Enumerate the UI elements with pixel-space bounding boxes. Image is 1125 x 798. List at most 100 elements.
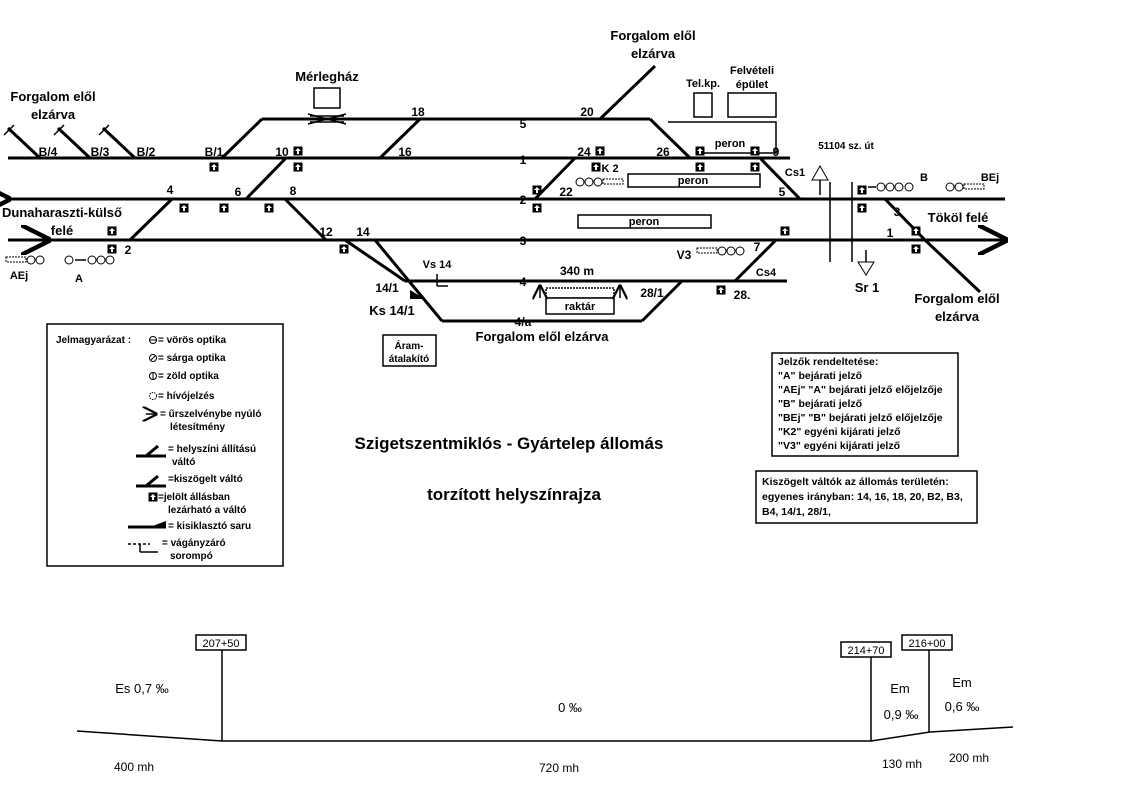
svg-text:28.: 28.: [734, 288, 751, 302]
dunaharaszti-label: Dunaharaszti-külső: [2, 205, 122, 220]
felveteli-label: épület: [736, 79, 769, 91]
forgalom-left: Forgalom elől: [10, 89, 95, 104]
platform-label: peron: [715, 138, 746, 150]
track-number: 4: [520, 275, 527, 289]
km-marker: 216+00: [908, 638, 945, 650]
raktar-label: raktár: [565, 301, 596, 313]
length-label: 130 mh: [882, 757, 922, 771]
felveteli-label: Felvételi: [730, 65, 774, 77]
track-number: 3: [520, 234, 527, 248]
scale-symbol: [307, 113, 347, 125]
forgalom-top: elzárva: [631, 46, 676, 61]
telkp-building: [693, 92, 713, 118]
grade-label: 0,9 ‰: [884, 707, 919, 722]
switch-list-line: B4, 14/1, 28/1,: [762, 506, 831, 518]
svg-text:14: 14: [356, 225, 370, 239]
svg-text:BEj: BEj: [981, 172, 999, 184]
legend-item: = vágányzáró: [162, 538, 226, 549]
signal-meaning-item: "B" bejárati jelző: [778, 398, 862, 410]
svg-text:4: 4: [167, 183, 174, 197]
forgalom-bottom: Forgalom elől elzárva: [476, 329, 610, 344]
signal-meaning-item: "K2" egyéni kijárati jelző: [778, 426, 901, 438]
switch-list-line: Kiszögelt váltók az állomás területén:: [762, 476, 949, 488]
svg-text:16: 16: [398, 145, 412, 159]
grade-label: Em: [890, 681, 910, 696]
aramatalakito-building: [382, 334, 437, 367]
svg-text:22: 22: [559, 185, 573, 199]
svg-text:24: 24: [577, 145, 591, 159]
page-subtitle: torzított helyszínrajza: [427, 485, 601, 504]
svg-text:28/1: 28/1: [640, 286, 664, 300]
profile: [76, 634, 1014, 742]
loading-ramp: [545, 287, 615, 299]
aramatalakito-label: Áram-: [395, 339, 424, 352]
telkp-label: Tel.kp.: [686, 78, 720, 90]
switch-list-box: [755, 470, 978, 524]
svg-text:Cs4: Cs4: [756, 267, 777, 279]
svg-text:9: 9: [773, 145, 780, 159]
platform-label: peron: [678, 175, 709, 187]
svg-text:Vs 14: Vs 14: [423, 259, 453, 271]
svg-text:B/4: B/4: [39, 145, 58, 159]
legend-item: létesítmény: [170, 422, 225, 433]
signal-meaning-box: [771, 352, 959, 457]
svg-text:A: A: [75, 273, 83, 285]
legend-item: = sárga optika: [158, 353, 226, 364]
svg-text:Sr 1: Sr 1: [855, 280, 880, 295]
grade-label: Em: [952, 675, 972, 690]
svg-text:18: 18: [411, 105, 425, 119]
track-number: 1: [520, 153, 527, 167]
legend-title: Jelmagyarázat :: [56, 335, 131, 346]
forgalom-left: elzárva: [31, 107, 76, 122]
svg-text:14/1: 14/1: [375, 281, 399, 295]
forgalom-right: Forgalom elől: [914, 291, 999, 306]
svg-text:B: B: [920, 172, 928, 184]
signal-sr1: [857, 250, 875, 276]
track-length: 340 m: [560, 264, 594, 278]
track-connections: [3, 64, 982, 323]
signal-bej: [945, 182, 985, 192]
svg-text:B/3: B/3: [91, 145, 110, 159]
forgalom-top: Forgalom elől: [610, 28, 695, 43]
legend-item: = hívójelzés: [158, 391, 215, 402]
signal-meaning-item: "BEj" "B" bejárati jelző előjelzője: [778, 412, 943, 424]
grade-label: 0,6 ‰: [945, 699, 980, 714]
signal-meaning-item: "AEj" "A" bejárati jelző előjelzője: [778, 384, 943, 396]
svg-text:6: 6: [235, 185, 242, 199]
switch-list-line: egyenes irányban: 14, 16, 18, 20, B2, B3…: [762, 491, 963, 503]
legend-item: sorompó: [170, 551, 213, 562]
signal-v3: [696, 246, 745, 256]
grade-label: Es 0,7 ‰: [115, 681, 168, 696]
legend-symbols: [128, 336, 166, 553]
aramatalakito-label: átalakító: [389, 354, 430, 365]
legend-item: = űrszelvénybe nyúló: [160, 409, 261, 420]
merleghaz-label: Mérlegház: [295, 69, 359, 84]
legend-item: = helyszíni állítású: [168, 444, 256, 455]
signal-b: [868, 182, 914, 192]
tokol-label: Tököl felé: [928, 210, 989, 225]
svg-text:1: 1: [887, 226, 894, 240]
grade-label: 0 ‰: [558, 700, 582, 715]
merleghaz-building: [313, 87, 341, 109]
svg-text:3: 3: [894, 205, 901, 219]
svg-text:5: 5: [779, 185, 786, 199]
platform: [627, 173, 761, 188]
legend-item: = zöld optika: [158, 371, 219, 382]
derail-shoe: [410, 274, 448, 299]
signal-meaning-item: "V3" egyéni kijárati jelző: [778, 440, 900, 452]
legend-item: =kiszögelt váltó: [168, 474, 243, 485]
svg-text:20: 20: [580, 105, 594, 119]
road-crossing-signal: [811, 164, 829, 195]
signal-a: [64, 255, 115, 265]
switch-labels: 18 20 16 10 24 26 9 B/1 B/4 B/3 B/2 4 6 …: [39, 105, 901, 302]
svg-text:B/2: B/2: [137, 145, 156, 159]
svg-text:10: 10: [275, 145, 289, 159]
svg-text:12: 12: [319, 225, 333, 239]
legend-item: = kisiklasztó saru: [168, 521, 251, 532]
dunaharaszti-label: felé: [51, 223, 73, 238]
signal-meaning-title: Jelzők rendeltetése:: [778, 356, 878, 368]
track-number: 2: [520, 193, 527, 207]
svg-text:Cs1: Cs1: [785, 167, 805, 179]
